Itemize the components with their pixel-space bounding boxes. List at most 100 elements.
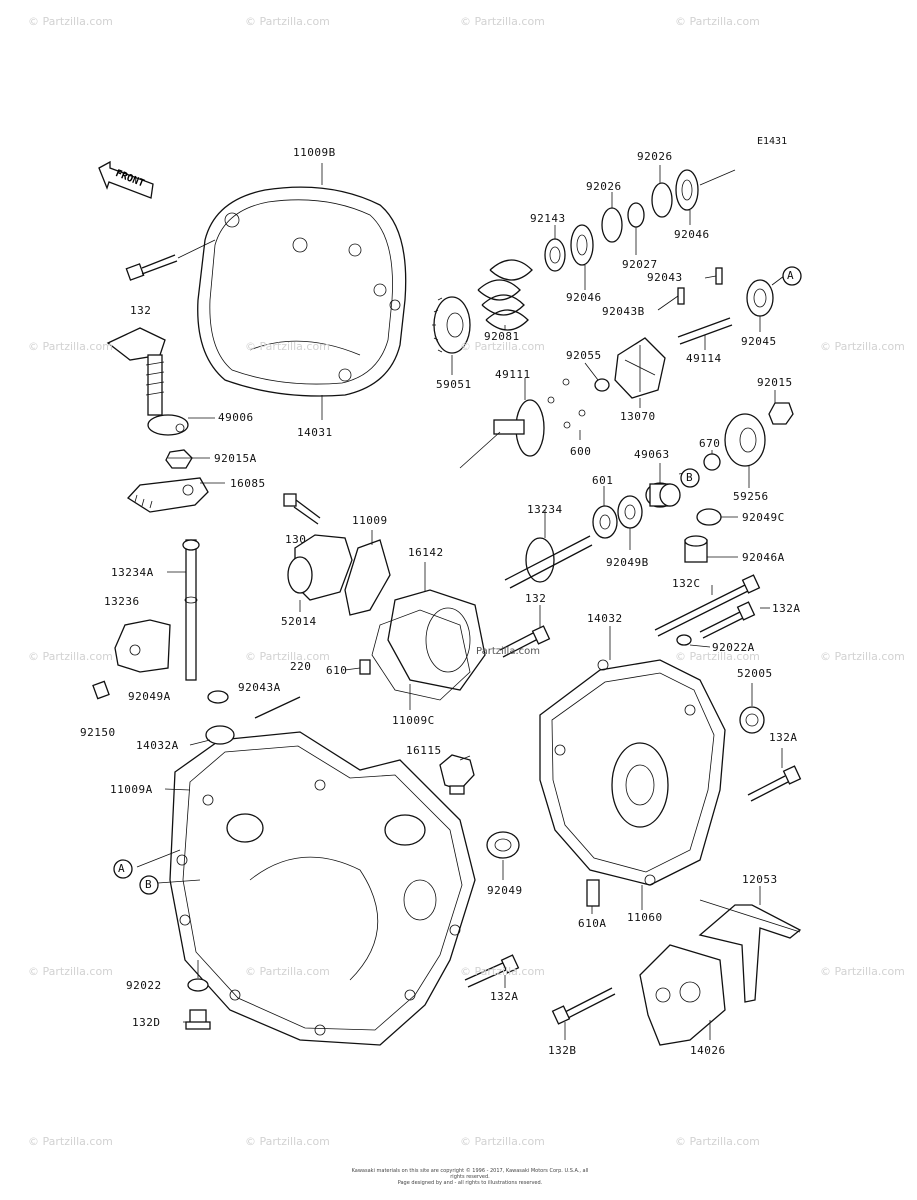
part-label: 92027 <box>622 258 658 271</box>
seal-92049 <box>486 831 520 859</box>
washer-92022 <box>187 978 209 992</box>
shaft-49111 <box>459 399 545 469</box>
part-label: 52014 <box>281 615 317 628</box>
part-label: 11009C <box>392 714 435 727</box>
part-label: 11009 <box>352 514 388 527</box>
part-label: 52005 <box>737 667 773 680</box>
bolt-132b <box>551 987 616 1025</box>
part-label: 14031 <box>297 426 333 439</box>
guard-14026 <box>639 944 726 1046</box>
part-label: 92143 <box>530 212 566 225</box>
part-label: 220 <box>290 660 312 673</box>
bearing-92045 <box>746 279 774 317</box>
part-label: 132A <box>769 731 798 744</box>
part-label: 13234A <box>111 566 154 579</box>
callout-letter-a-top: A <box>787 269 795 282</box>
impeller-13070 <box>614 337 666 399</box>
bracket-12053 <box>698 904 802 1003</box>
part-label: 49063 <box>634 448 670 461</box>
part-label: 132B <box>548 1044 577 1057</box>
watermark: © Partzilla.com <box>820 340 905 353</box>
part-label: 92045 <box>741 335 777 348</box>
part-label: 49111 <box>495 368 531 381</box>
collar-49063 <box>645 482 681 508</box>
bolt-132-top <box>125 239 216 281</box>
callout-b-bottom <box>139 875 159 895</box>
part-label: 670 <box>699 437 721 450</box>
part-label: 12053 <box>742 873 778 886</box>
bearing-92046b <box>675 169 699 211</box>
pump-gear-59256 <box>724 413 766 467</box>
spring-92081 <box>477 259 533 331</box>
part-label: 14032 <box>587 612 623 625</box>
diagram-code: E1431 <box>757 136 788 147</box>
collar-92143 <box>544 238 566 272</box>
bolt-130 <box>283 493 321 525</box>
plug-14032a <box>205 725 235 745</box>
leader-lines <box>136 163 785 1040</box>
water-pump-cover-52014 <box>287 534 391 616</box>
part-label: 16142 <box>408 546 444 559</box>
part-label: 92022 <box>126 979 162 992</box>
bolt-132a-low <box>464 954 520 988</box>
bearing-601 <box>592 505 618 539</box>
watermark: © Partzilla.com <box>28 1135 113 1148</box>
outer-cover-14032 <box>539 659 726 886</box>
part-label: 13236 <box>104 595 140 608</box>
part-label: 13234 <box>527 503 563 516</box>
collar-92027 <box>627 202 645 228</box>
part-label: 92049C <box>742 511 785 524</box>
nut-92015 <box>768 402 794 425</box>
watermark: © Partzilla.com <box>245 1135 330 1148</box>
watermark: © Partzilla.com <box>820 965 905 978</box>
callout-letter-a-bottom: A <box>118 862 126 875</box>
footer-line: Kawasaki materials on this site are copy… <box>351 1168 589 1180</box>
part-label: 600 <box>570 445 592 458</box>
nut-92015a <box>165 449 193 469</box>
pin-92043 <box>715 267 723 285</box>
lever-13236 <box>92 619 171 700</box>
part-label: 132A <box>490 990 519 1003</box>
kick-shaft-49006 <box>106 327 215 436</box>
part-label: 130 <box>285 533 307 546</box>
dowel-610a <box>586 879 600 907</box>
shaft-49114 <box>677 317 733 345</box>
part-label: 132D <box>132 1016 161 1029</box>
part-label: 11009B <box>293 146 336 159</box>
part-label: 92026 <box>586 180 622 193</box>
callout-letter-b-bottom: B <box>145 878 153 891</box>
watermark: © Partzilla.com <box>28 15 113 28</box>
watermark: © Partzilla.com <box>460 965 545 978</box>
part-label: 11009A <box>110 783 153 796</box>
watermark: © Partzilla.com <box>675 1135 760 1148</box>
part-label: 92022A <box>712 641 755 654</box>
part-label: 92043A <box>238 681 281 694</box>
kick-pedal-16085 <box>126 477 209 513</box>
washer-92026a <box>601 207 623 243</box>
washer-92026b <box>651 182 673 218</box>
watermark: © Partzilla.com <box>245 340 330 353</box>
callout-a-bottom <box>113 859 133 879</box>
watermark: © Partzilla.com <box>820 650 905 663</box>
oring-92055 <box>594 378 610 392</box>
bolt-132a-right <box>699 601 756 639</box>
part-label: 92015A <box>214 452 257 465</box>
bearing-92046a <box>570 224 594 266</box>
washer-92049a <box>207 690 229 704</box>
watermark: © Partzilla.com <box>675 650 760 663</box>
drain-plug-132d <box>185 1009 211 1030</box>
part-label: 132A <box>772 602 801 615</box>
part-label: 92049B <box>606 556 649 569</box>
watermark: © Partzilla.com <box>28 340 113 353</box>
part-label: 92043B <box>602 305 645 318</box>
part-label: 13070 <box>620 410 656 423</box>
watermark: © Partzilla.com <box>28 965 113 978</box>
washer-92022a <box>676 634 692 646</box>
part-label: 92049A <box>128 690 171 703</box>
callout-b-top <box>680 468 700 488</box>
part-label: 132 <box>130 304 152 317</box>
part-label: 92043 <box>647 271 683 284</box>
front-arrow: FRONT <box>96 160 156 211</box>
part-label: 16085 <box>230 477 266 490</box>
